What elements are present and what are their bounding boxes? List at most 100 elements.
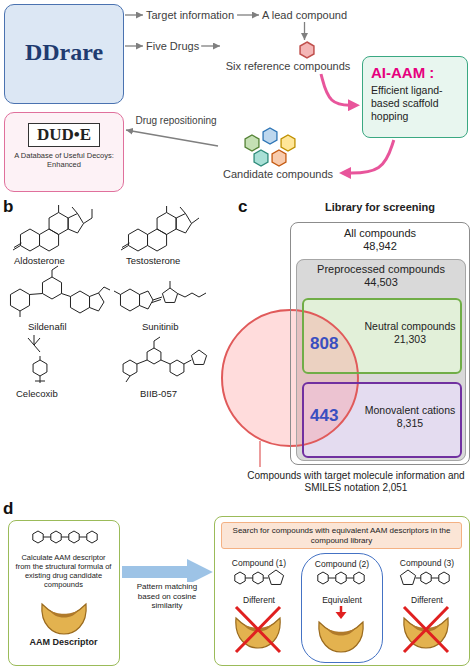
- panel-box: Calculate AAM descriptor from the struct…: [8, 520, 120, 666]
- compound-card: Compound (2) Equivalent: [301, 553, 383, 663]
- overlap-count: 808: [310, 334, 338, 354]
- molecule-structure: [10, 289, 29, 311]
- binding-pocket: [319, 622, 363, 652]
- molecule-structure: [20, 229, 39, 251]
- match-result: Different: [219, 595, 299, 605]
- edge-label: Pattern matching based on cosine similar…: [125, 582, 209, 611]
- reference-icon: [300, 42, 314, 58]
- method-arrow: [321, 74, 354, 105]
- step-text: A lead compound: [262, 9, 347, 21]
- set-box: Preprocessed compounds 44,503Neutral com…: [296, 259, 466, 461]
- leader-line: [259, 441, 260, 467]
- step-text: Target information: [146, 9, 234, 21]
- panel-letter: b: [3, 197, 13, 217]
- set-count: Neutral compounds 21,303: [360, 320, 460, 346]
- database-subtitle: A Database of Useful Decoys: Enhanced: [5, 151, 123, 169]
- molecule-structure: [33, 360, 47, 376]
- molecule-structure: [147, 348, 161, 364]
- node-text: A lead compound: [262, 9, 347, 21]
- step-text: Five Drugs: [146, 40, 199, 52]
- matching-arrow: [122, 566, 192, 578]
- molecule-structure: [268, 570, 283, 584]
- set-count: Monovalent cations 8,315: [360, 404, 460, 430]
- database-box: DUD•E A Database of Useful Decoys: Enhanc…: [4, 112, 124, 192]
- molecule-structure: [87, 531, 97, 543]
- binding-pocket: [42, 604, 448, 652]
- candidate-icons: [272, 150, 286, 166]
- molecule-structure: [176, 214, 191, 234]
- match-arrow: [336, 606, 347, 619]
- molecule-structure: [114, 281, 206, 303]
- flow-arrow: [201, 45, 220, 46]
- database-name: DDrare: [5, 39, 123, 66]
- compound-set: Six reference compounds: [222, 38, 354, 72]
- match-result: Equivalent: [302, 595, 382, 605]
- panel-box: Search for compounds with equivalent AAM…: [214, 516, 470, 666]
- molecule-structure: [439, 572, 449, 584]
- set-box: Neutral compounds 21,303 808: [302, 298, 462, 374]
- compound-card: Compound (1) Different: [219, 553, 299, 663]
- candidate-icons: [245, 128, 295, 166]
- node-text: Candidate compounds: [220, 168, 336, 180]
- method-name: AI-AAM :: [371, 64, 459, 81]
- molecule-structure: [318, 572, 328, 584]
- molecule-structure: [43, 537, 87, 538]
- candidate-icons: [254, 150, 268, 166]
- molecule-structure: [20, 266, 110, 317]
- descriptor-caption: AAM Descriptor: [13, 637, 114, 647]
- set-count: All compounds 48,942: [328, 227, 432, 253]
- molecule-structure: [126, 337, 191, 382]
- molecule-structure: [90, 293, 104, 311]
- method-description: Efficient ligand-based scaffold hopping: [371, 84, 459, 123]
- flow-arrow: [125, 45, 143, 46]
- molecule-structure: [421, 572, 431, 584]
- method-box: AI-AAM : Efficient ligand-based scaffold …: [362, 56, 468, 138]
- compound-name: Compound (2): [302, 559, 382, 569]
- compound-name: Compound (3): [387, 558, 467, 568]
- reject-cross: [236, 607, 448, 652]
- molecule-structure: [49, 213, 68, 235]
- repositioning-arrow: [126, 130, 218, 146]
- reject-cross: [404, 607, 448, 652]
- molecule-structure: [42, 277, 61, 299]
- method-arrow: [345, 140, 394, 173]
- molecule-structure: [328, 578, 354, 579]
- molecule-structure: [13, 205, 92, 250]
- node-text: Five Drugs: [146, 40, 199, 52]
- database-name: DUD•E: [28, 123, 100, 147]
- candidate-icons: [281, 135, 295, 151]
- match-arrow: [336, 612, 347, 619]
- molecule-structure: [120, 289, 139, 311]
- drug-name: Sildenafil: [28, 321, 67, 332]
- molecule-structure: [33, 531, 43, 543]
- match-result: Different: [387, 595, 467, 605]
- molecule-structure: [128, 229, 147, 251]
- molecule-structure: [336, 572, 346, 584]
- panel-letter: d: [3, 499, 13, 519]
- drug-name: Aldosterone: [14, 255, 65, 266]
- molecule-structure: [235, 572, 245, 584]
- step-description: Calculate AAM descriptor from the struct…: [13, 553, 114, 589]
- reference-icon: [300, 42, 314, 58]
- molecule-structure: [140, 291, 153, 309]
- molecule-structure: [69, 531, 79, 543]
- molecule-structure: [51, 531, 61, 543]
- edge-label: Drug repositioning: [128, 115, 224, 126]
- molecule-structure: [157, 213, 176, 235]
- molecule-structure: [400, 570, 415, 584]
- drug-name: Celecoxib: [16, 388, 58, 399]
- reject-cross: [236, 607, 280, 652]
- drug-name: Sunitinib: [142, 321, 178, 332]
- molecule-structure: [28, 335, 45, 383]
- set-heading: Library for screening: [291, 201, 469, 213]
- molecule-structure: [123, 360, 137, 376]
- database-box: DDrare: [4, 4, 124, 104]
- binding-pocket: [42, 604, 86, 634]
- compound-set: Candidate compounds: [220, 128, 336, 180]
- candidate-icons: [263, 128, 277, 144]
- molecule-structure: [416, 578, 439, 579]
- compound-name: Compound (1): [219, 558, 299, 568]
- compound-card: Compound (3) Different: [387, 553, 467, 663]
- match-arrow: [340, 606, 343, 613]
